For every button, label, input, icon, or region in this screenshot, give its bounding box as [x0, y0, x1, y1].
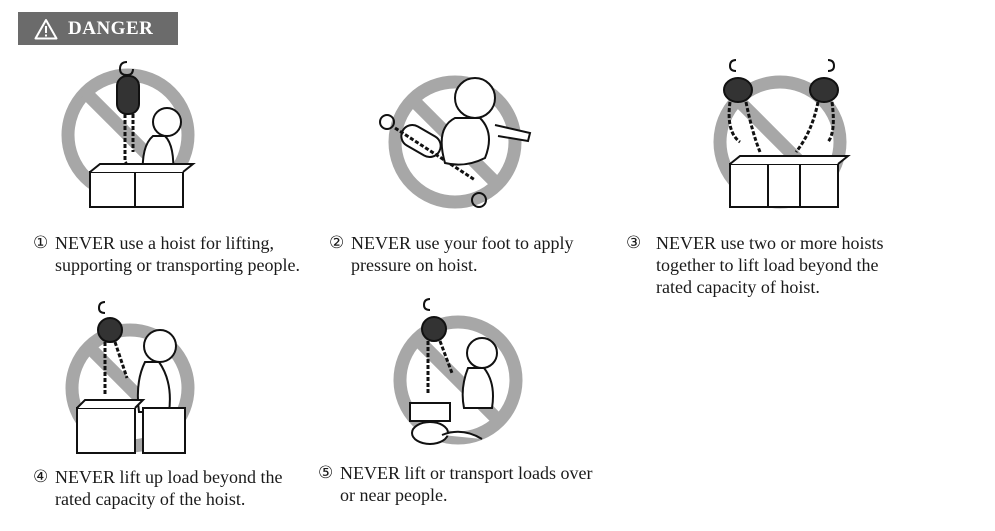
illustration-over-people [393, 298, 523, 445]
warning-text-line: NEVER use a hoist for lifting, [55, 233, 274, 253]
warning-text-line: NEVER use two or more hoists [656, 233, 884, 253]
load-box-icon [729, 155, 851, 208]
load-box-icon [409, 402, 451, 422]
illustration-two-hoists [713, 59, 851, 209]
danger-banner: DANGER [18, 12, 178, 45]
warning-text-line: pressure on hoist. [351, 255, 478, 275]
danger-label: DANGER [68, 17, 154, 39]
warning-text-line: supporting or transporting people. [55, 255, 300, 275]
person-figure-icon [440, 77, 532, 166]
warning-text-line: or near people. [340, 485, 448, 505]
warning-number: ④ [33, 467, 49, 487]
chain-hoist-icon [97, 301, 129, 396]
load-box-icon [89, 163, 196, 208]
warning-number: ① [33, 233, 49, 253]
chain-hoist-icon [723, 59, 839, 153]
illustration-overload [65, 301, 195, 454]
person-figure-icon [411, 337, 498, 445]
warning-text-line: NEVER lift or transport loads over [340, 463, 593, 483]
warning-text-line: rated capacity of the hoist. [55, 489, 246, 509]
warning-text-line: together to lift load beyond the [656, 255, 879, 275]
illustration-lifting-people [61, 61, 196, 208]
warning-text-line: rated capacity of hoist. [656, 277, 820, 297]
warning-triangle-icon [34, 18, 58, 39]
illustration-foot-pressure [379, 75, 532, 209]
warning-number: ② [329, 233, 345, 253]
load-box-icon [76, 399, 186, 454]
warning-number: ③ [626, 233, 642, 253]
warning-text-line: NEVER use your foot to apply [351, 233, 574, 253]
chain-hoist-icon [379, 114, 487, 208]
warning-text-line: NEVER lift up load beyond the [55, 467, 283, 487]
chain-hoist-icon [116, 61, 140, 173]
chain-hoist-icon [421, 298, 454, 395]
warning-number: ⑤ [318, 463, 334, 483]
